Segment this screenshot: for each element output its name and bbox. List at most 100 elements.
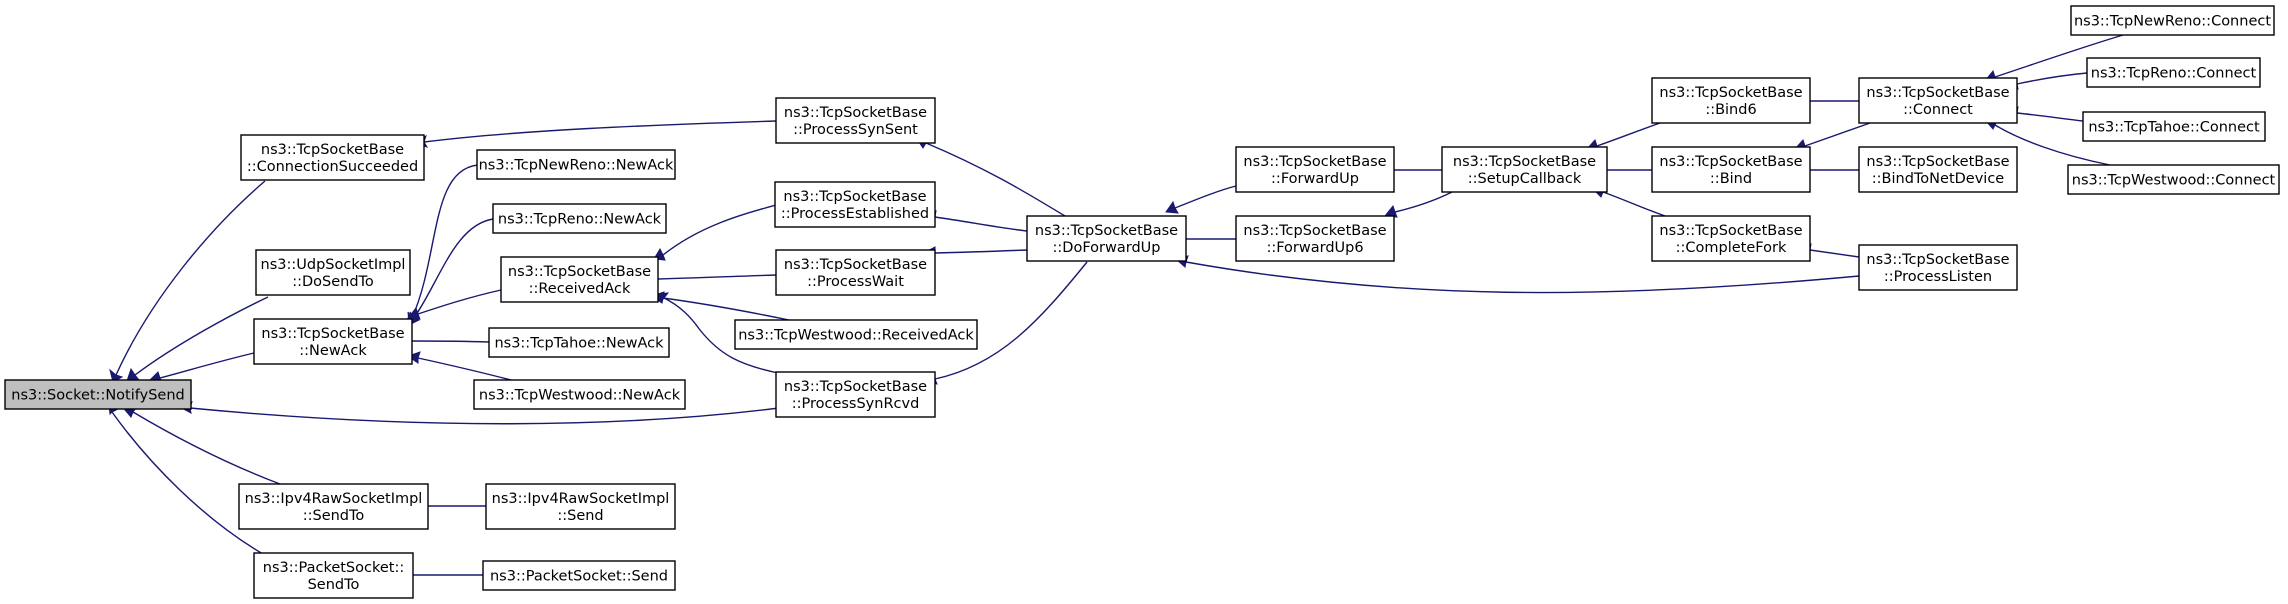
node-label: ::SendTo	[303, 508, 365, 524]
edge-line	[132, 411, 281, 485]
node-box	[2070, 5, 2275, 36]
edge-line	[663, 297, 779, 374]
node-tahoe-newack[interactable]: ns3::TcpTahoe::NewAck	[488, 327, 670, 358]
node-received-ack[interactable]: ns3::TcpSocketBase::ReceivedAck	[500, 256, 659, 303]
node-forwardup6[interactable]: ns3::TcpSocketBase::ForwardUp6	[1235, 215, 1395, 262]
node-label: ::ProcessListen	[1884, 269, 1992, 285]
node-box	[1858, 244, 2018, 291]
node-processlisten[interactable]: ns3::TcpSocketBase::ProcessListen	[1858, 244, 2018, 291]
node-proc-synrcvd[interactable]: ns3::TcpSocketBase::ProcessSynRcvd	[775, 371, 936, 418]
node-ipv4raw-sendto[interactable]: ns3::Ipv4RawSocketImpl::SendTo	[238, 483, 429, 530]
node-box	[734, 319, 978, 350]
node-westwood-connect[interactable]: ns3::TcpWestwood::Connect	[2067, 164, 2280, 195]
node-proc-established[interactable]: ns3::TcpSocketBase::ProcessEstablished	[774, 181, 936, 228]
node-connect[interactable]: ns3::TcpSocketBase::Connect	[1858, 77, 2018, 124]
edge-line	[111, 411, 264, 555]
node-tcp-newack[interactable]: ns3::TcpSocketBase::NewAck	[253, 318, 413, 365]
edge-line	[934, 216, 1028, 232]
node-completefork[interactable]: ns3::TcpSocketBase::CompleteFork	[1651, 215, 1811, 262]
node-newreno-newack[interactable]: ns3::TcpNewReno::NewAck	[476, 149, 676, 180]
node-box	[492, 203, 667, 234]
node-forwardup[interactable]: ns3::TcpSocketBase::ForwardUp	[1235, 146, 1395, 193]
node-box	[476, 149, 676, 180]
edge-line	[662, 297, 790, 321]
node-proc-wait[interactable]: ns3::TcpSocketBase::ProcessWait	[775, 249, 936, 296]
node-westwood-receivedack[interactable]: ns3::TcpWestwood::ReceivedAck	[734, 319, 978, 350]
node-label: ns3::TcpTahoe::NewAck	[494, 336, 664, 352]
node-reno-newack[interactable]: ns3::TcpReno::NewAck	[492, 203, 667, 234]
call-edge	[400, 569, 483, 581]
call-edge	[124, 406, 281, 485]
node-label: ns3::TcpSocketBase	[1866, 154, 2009, 170]
edge-line	[1602, 191, 1666, 217]
node-label: ::ForwardUp	[1271, 171, 1359, 187]
call-edge	[109, 180, 266, 383]
call-edge	[645, 273, 777, 285]
edge-line	[662, 204, 777, 256]
node-udp-dosendto[interactable]: ns3::UdpSocketImpl::DoSendTo	[255, 249, 411, 296]
node-label: ::DoForwardUp	[1053, 240, 1161, 256]
node-ipv4raw-send[interactable]: ns3::Ipv4RawSocketImpl::Send	[485, 483, 676, 530]
node-box	[1441, 146, 1608, 193]
node-label: ::ConnectionSucceeded	[247, 159, 418, 175]
node-box	[4, 379, 192, 410]
call-edge	[2004, 72, 2088, 90]
node-label: ns3::TcpSocketBase	[1659, 85, 1802, 101]
node-label: ns3::UdpSocketImpl	[261, 257, 406, 273]
node-label: ::DoSendTo	[292, 274, 374, 290]
node-label: ns3::TcpReno::NewAck	[498, 212, 662, 228]
node-label: ns3::TcpSocketBase	[1453, 154, 1596, 170]
node-label: ns3::TcpSocketBase	[784, 105, 927, 121]
node-label: ns3::TcpWestwood::NewAck	[479, 388, 681, 404]
node-label: ::ProcessSynRcvd	[792, 396, 920, 412]
node-box	[1858, 77, 2018, 124]
node-box	[2082, 111, 2266, 142]
call-edge	[916, 136, 1066, 217]
node-label: ns3::PacketSocket::Send	[490, 569, 668, 585]
edge-line	[1394, 191, 1453, 213]
node-newreno-connect[interactable]: ns3::TcpNewReno::Connect	[2070, 5, 2275, 36]
call-edge	[108, 403, 264, 555]
node-box	[255, 249, 411, 296]
node-box	[500, 256, 659, 303]
node-notify-send[interactable]: ns3::Socket::NotifySend	[4, 379, 192, 410]
node-label: ::ReceivedAck	[529, 281, 631, 297]
node-label: ::CompleteFork	[1676, 240, 1787, 256]
node-conn-succeeded[interactable]: ns3::TcpSocketBase::ConnectionSucceeded	[240, 134, 425, 181]
edge-line	[417, 289, 502, 315]
node-box	[485, 483, 676, 530]
node-label: ns3::TcpSocketBase	[261, 326, 404, 342]
edge-line	[411, 164, 479, 319]
node-packet-send[interactable]: ns3::PacketSocket::Send	[482, 560, 676, 591]
node-label: ::Send	[557, 508, 603, 524]
node-box	[488, 327, 670, 358]
call-edge	[923, 210, 1028, 232]
call-edge	[407, 164, 479, 325]
call-edge	[653, 204, 777, 261]
call-edge	[412, 120, 777, 148]
node-label: ns3::TcpNewReno::NewAck	[479, 158, 674, 174]
node-bind[interactable]: ns3::TcpSocketBase::Bind	[1651, 146, 1811, 193]
call-edge	[149, 352, 255, 384]
node-label: ns3::TcpWestwood::ReceivedAck	[738, 328, 974, 344]
node-westwood-newack[interactable]: ns3::TcpWestwood::NewAck	[473, 379, 686, 410]
node-setupcallback[interactable]: ns3::TcpSocketBase::SetupCallback	[1441, 146, 1608, 193]
node-reno-connect[interactable]: ns3::TcpReno::Connect	[2086, 57, 2261, 88]
node-bindtonetdevice[interactable]: ns3::TcpSocketBase::BindToNetDevice	[1858, 146, 2018, 193]
call-edge	[1165, 185, 1237, 214]
node-bind6[interactable]: ns3::TcpSocketBase::Bind6	[1651, 77, 1811, 124]
node-label: ns3::Ipv4RawSocketImpl	[492, 491, 670, 507]
node-box	[1235, 215, 1395, 262]
node-proc-synsent[interactable]: ns3::TcpSocketBase::ProcessSynSent	[775, 97, 936, 144]
nodes-layer: ns3::Socket::NotifySend ns3::TcpSocketBas…	[4, 5, 2280, 599]
edge-line	[1185, 261, 1860, 294]
node-packet-sendto[interactable]: ns3::PacketSocket::SendTo	[253, 552, 414, 599]
node-label: ns3::TcpSocketBase	[783, 189, 926, 205]
edge-line	[1994, 34, 2124, 78]
node-label: ::Bind	[1710, 171, 1752, 187]
node-doforwardup[interactable]: ns3::TcpSocketBase::DoForwardUp	[1026, 215, 1187, 262]
node-tahoe-connect[interactable]: ns3::TcpTahoe::Connect	[2082, 111, 2266, 142]
node-label: ns3::TcpNewReno::Connect	[2074, 14, 2271, 30]
node-box	[775, 371, 936, 418]
node-box	[775, 249, 936, 296]
